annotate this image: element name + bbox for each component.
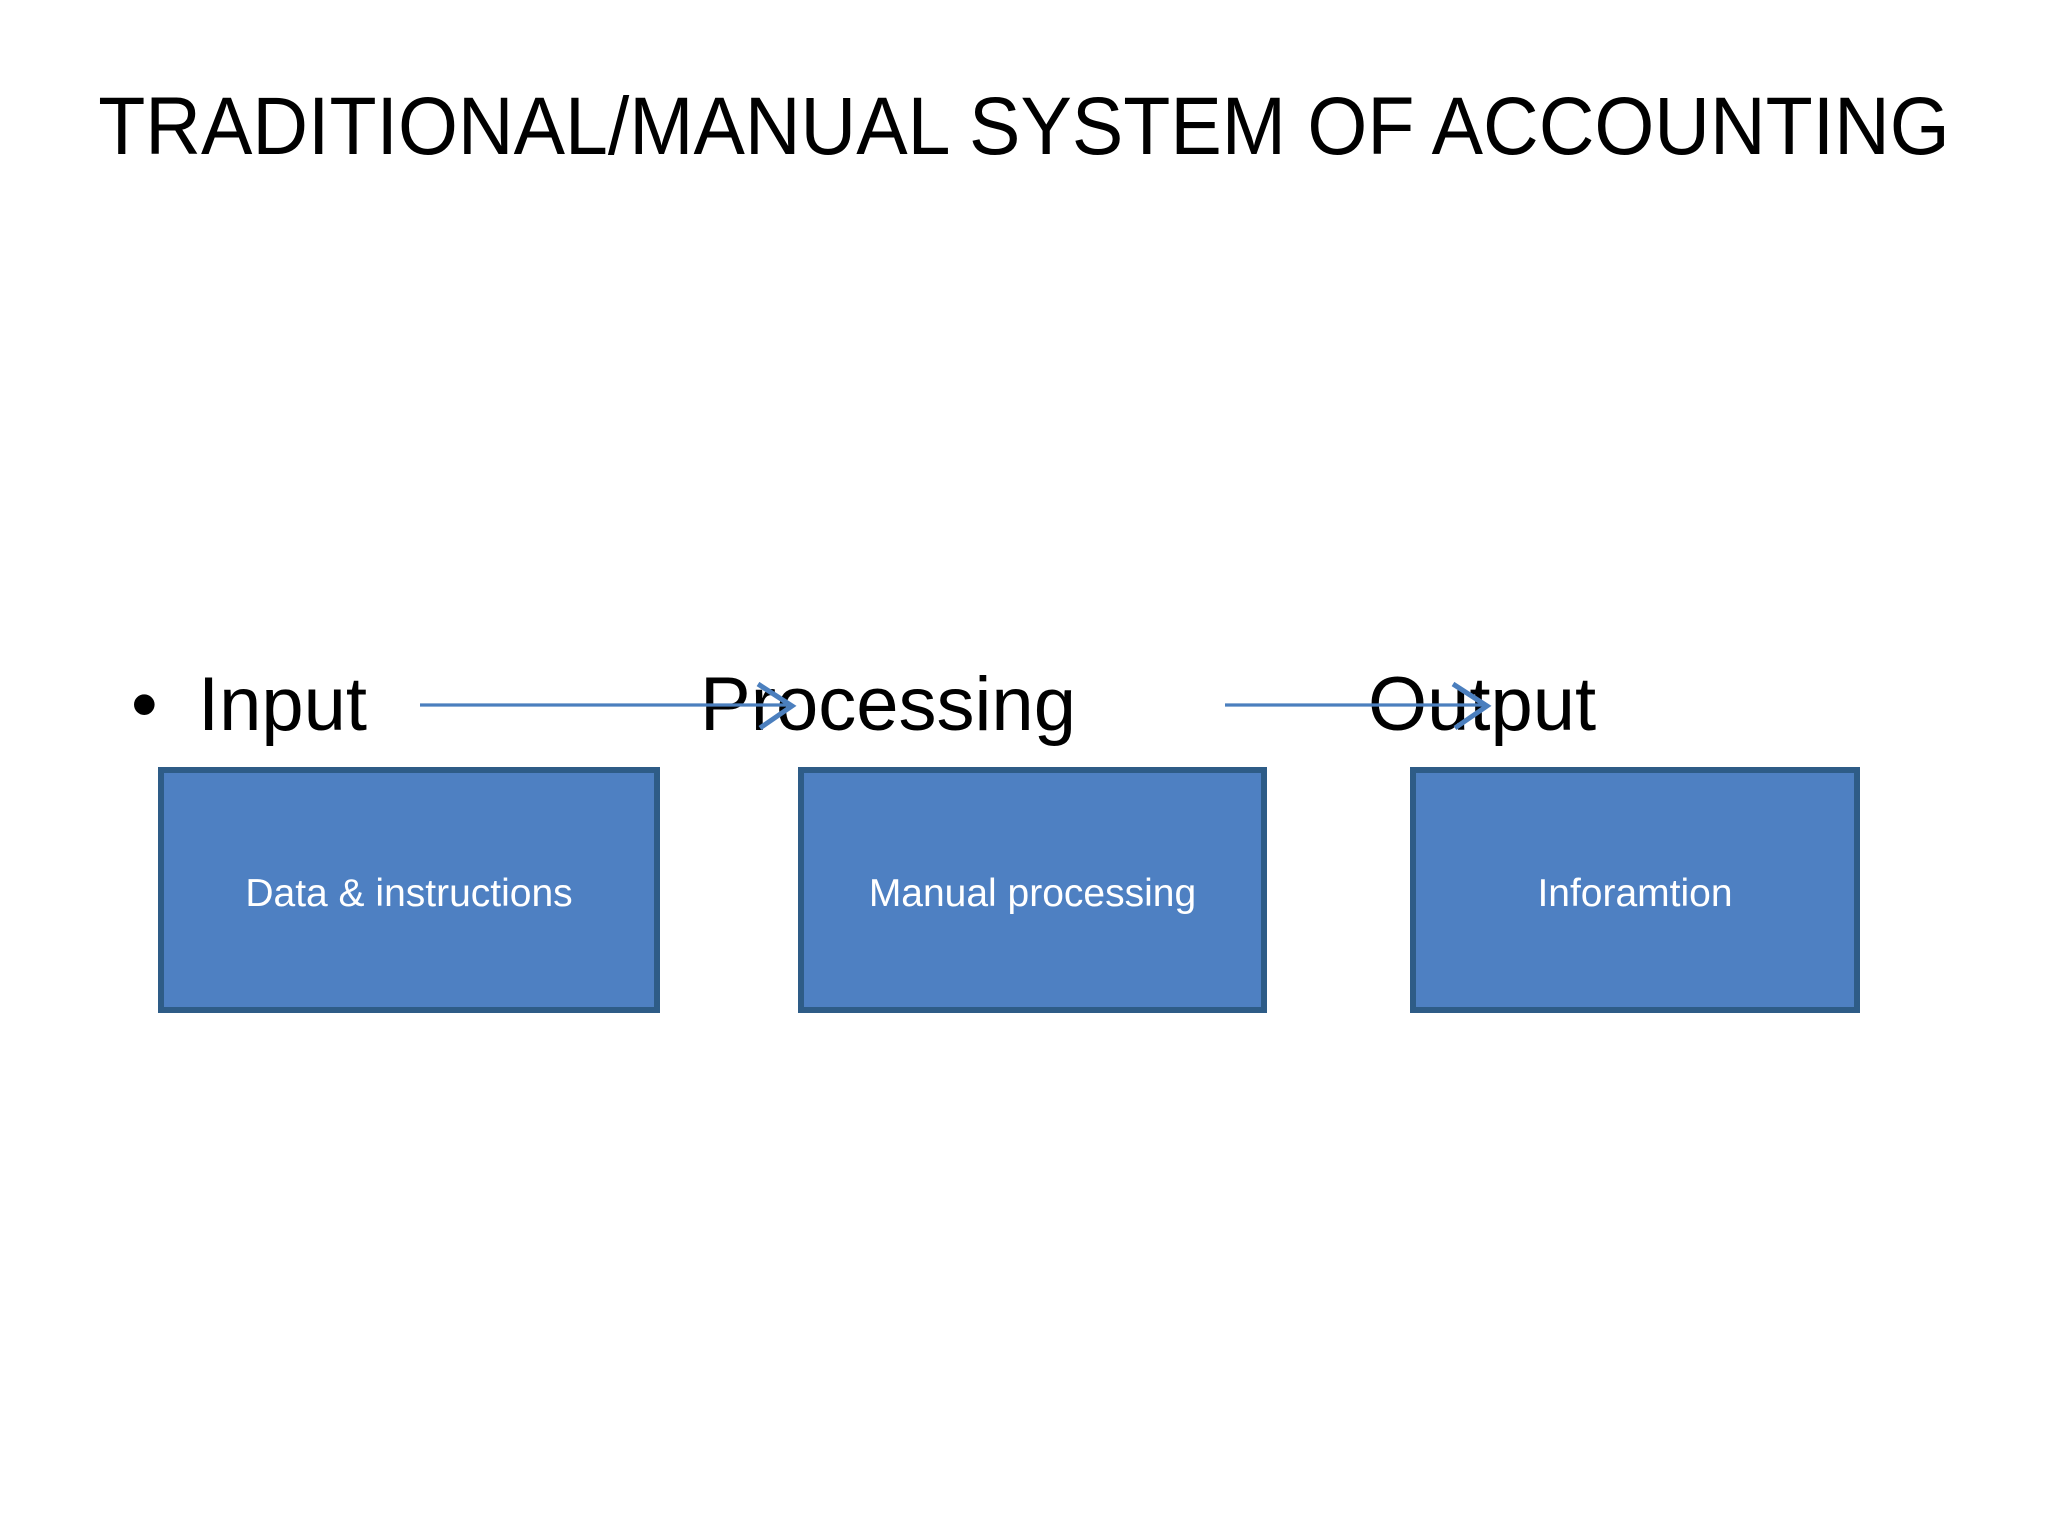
arrow-input-to-processing-icon: [420, 681, 797, 731]
arrow-processing-to-output-icon: [1225, 681, 1492, 731]
process-box-output[interactable]: Inforamtion: [1410, 767, 1860, 1013]
process-box-processing[interactable]: Manual processing: [798, 767, 1267, 1013]
process-box-input[interactable]: Data & instructions: [158, 767, 660, 1013]
arrow-head: [1451, 681, 1492, 731]
process-box-processing-label: Manual processing: [868, 872, 1197, 915]
page-title: TRADITIONAL/MANUAL SYSTEM OF ACCOUNTING: [98, 81, 1950, 172]
stage-label-input: Input: [198, 662, 368, 747]
process-box-output-label: Inforamtion: [1537, 872, 1733, 915]
bullet-marker: •: [131, 662, 158, 747]
process-box-input-label: Data & instructions: [245, 872, 573, 915]
arrow-head: [756, 681, 797, 731]
